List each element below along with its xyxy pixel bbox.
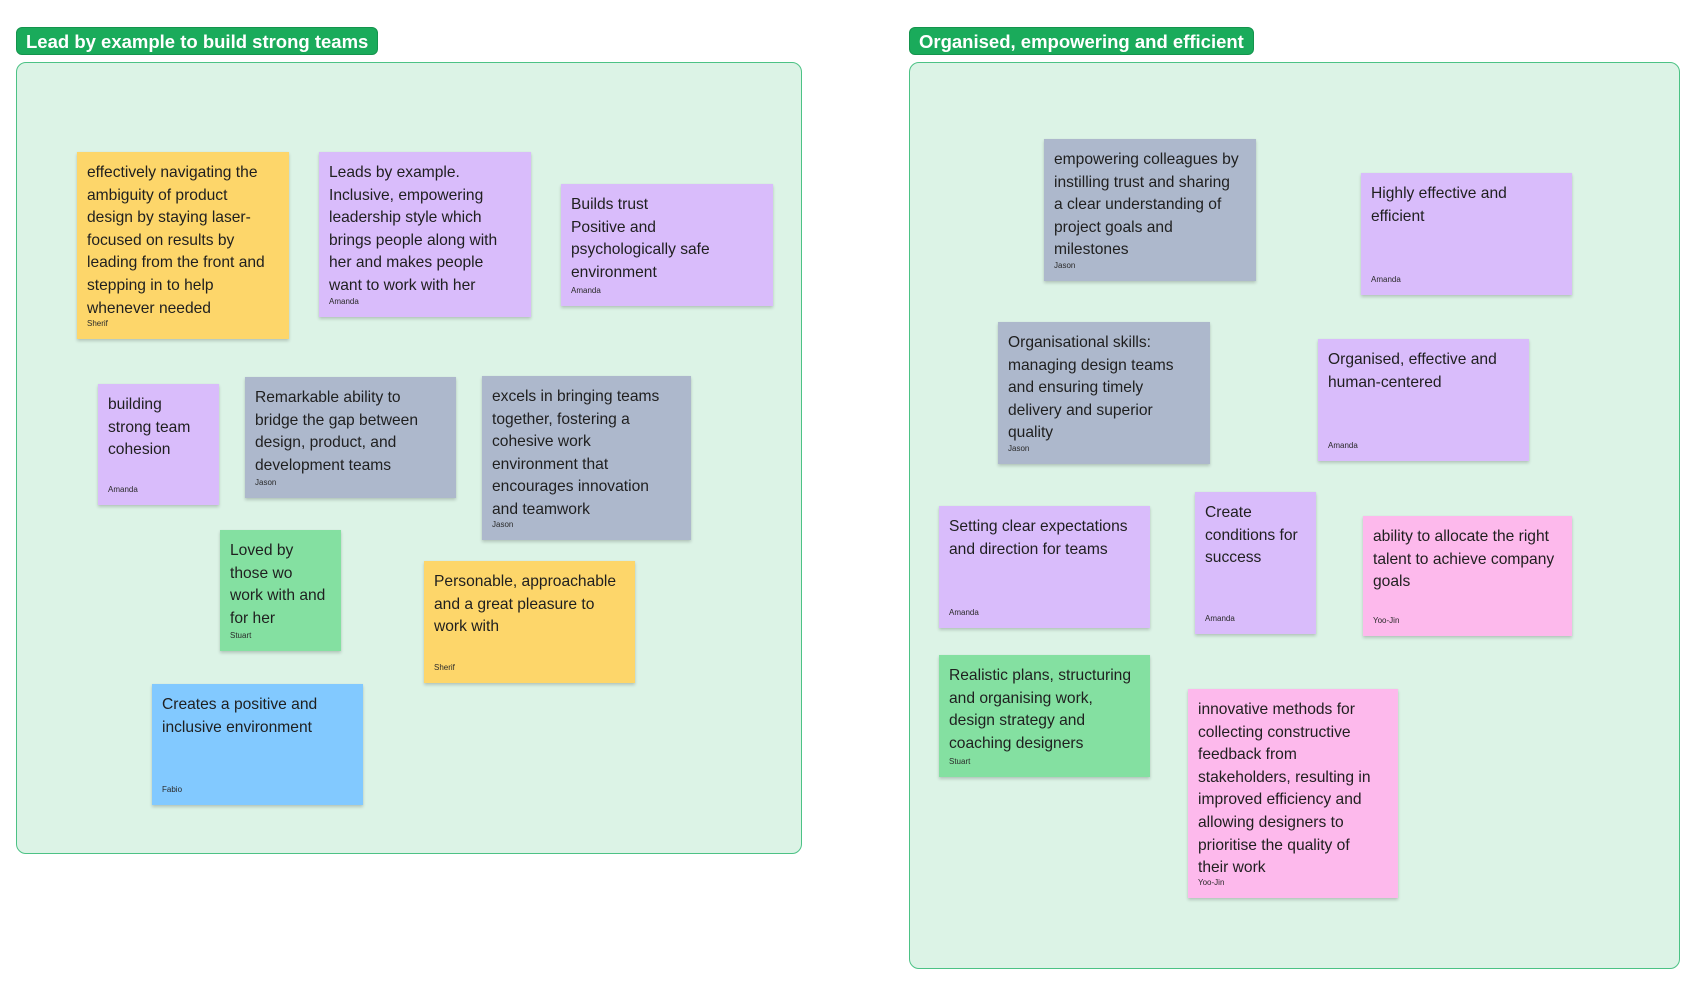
sticky-note-text: Organised, effective and human-centered: [1328, 351, 1497, 391]
sticky-note-author: Jason: [1054, 261, 1076, 270]
sticky-note[interactable]: effectively navigating the ambiguity of …: [77, 152, 289, 339]
sticky-note-author: Jason: [1008, 444, 1030, 453]
sticky-note[interactable]: ability to allocate the right talent to …: [1363, 516, 1572, 636]
sticky-note-author: Stuart: [230, 631, 252, 640]
sticky-note[interactable]: Leads by example. Inclusive, empowering …: [319, 152, 531, 317]
sticky-note-author: Amanda: [1205, 614, 1235, 623]
sticky-note-author: Fabio: [162, 785, 183, 794]
sticky-note-author: Jason: [255, 478, 277, 487]
sticky-note[interactable]: Organised, effective and human-centered …: [1318, 339, 1529, 461]
section-title-left[interactable]: Lead by example to build strong teams: [16, 27, 379, 55]
sticky-note[interactable]: Builds trust Positive and psychologicall…: [561, 184, 773, 306]
sticky-note[interactable]: Setting clear expectations and direction…: [939, 506, 1150, 628]
sticky-note-author: Stuart: [949, 757, 971, 766]
sticky-note-text: Leads by example. Inclusive, empowering …: [329, 164, 498, 294]
sticky-note-author: Jason: [492, 520, 514, 529]
sticky-note-text: Organisational skills: managing design t…: [1008, 334, 1174, 442]
sticky-note-text: effectively navigating the ambiguity of …: [87, 164, 265, 317]
sticky-note-text: Remarkable ability to bridge the gap bet…: [255, 389, 418, 474]
sticky-note[interactable]: Create conditions for success Amanda: [1195, 492, 1316, 634]
sticky-note-author: Amanda: [571, 286, 601, 295]
sticky-note[interactable]: Highly effective and efficient Amanda: [1361, 173, 1572, 295]
sticky-note[interactable]: excels in bringing teams together, foste…: [482, 376, 691, 540]
sticky-note-author: Amanda: [1371, 275, 1401, 284]
sticky-note-text: Creates a positive and inclusive environ…: [162, 696, 318, 736]
sticky-note-text: Loved by those wo work with and for her: [230, 542, 326, 627]
sticky-note-text: Builds trust Positive and psychologicall…: [571, 196, 710, 281]
sticky-note[interactable]: Organisational skills: managing design t…: [998, 322, 1210, 464]
sticky-note-text: Create conditions for success: [1205, 504, 1298, 567]
sticky-note-text: Personable, approachable and a great ple…: [434, 573, 617, 636]
sticky-note-author: Sherif: [87, 319, 108, 328]
sticky-note-text: innovative methods for collecting constr…: [1198, 701, 1371, 877]
sticky-note-author: Amanda: [1328, 441, 1358, 450]
sticky-note-text: building strong team cohesion: [108, 396, 191, 459]
sticky-note-text: empowering colleagues by instilling trus…: [1054, 151, 1239, 259]
sticky-note-text: ability to allocate the right talent to …: [1373, 528, 1555, 591]
section-title-right[interactable]: Organised, empowering and efficient: [909, 27, 1254, 55]
sticky-note-text: Realistic plans, structuring and organis…: [949, 667, 1132, 752]
sticky-note-author: Yoo-Jin: [1198, 878, 1225, 887]
sticky-note[interactable]: Creates a positive and inclusive environ…: [152, 684, 363, 805]
sticky-note-text: Highly effective and efficient: [1371, 185, 1507, 225]
sticky-note-author: Amanda: [329, 297, 359, 306]
sticky-note-author: Amanda: [108, 485, 138, 494]
sticky-note[interactable]: Remarkable ability to bridge the gap bet…: [245, 377, 456, 498]
sticky-note[interactable]: innovative methods for collecting constr…: [1188, 689, 1398, 898]
sticky-note[interactable]: Personable, approachable and a great ple…: [424, 561, 635, 683]
sticky-note[interactable]: building strong team cohesion Amanda: [98, 384, 219, 505]
sticky-note-text: excels in bringing teams together, foste…: [492, 388, 660, 518]
sticky-note-author: Sherif: [434, 663, 455, 672]
sticky-note[interactable]: Realistic plans, structuring and organis…: [939, 655, 1150, 777]
sticky-note[interactable]: Loved by those wo work with and for her …: [220, 530, 341, 651]
sticky-note-text: Setting clear expectations and direction…: [949, 518, 1128, 558]
sticky-note-author: Amanda: [949, 608, 979, 617]
sticky-note[interactable]: empowering colleagues by instilling trus…: [1044, 139, 1256, 281]
sticky-note-author: Yoo-Jin: [1373, 616, 1400, 625]
